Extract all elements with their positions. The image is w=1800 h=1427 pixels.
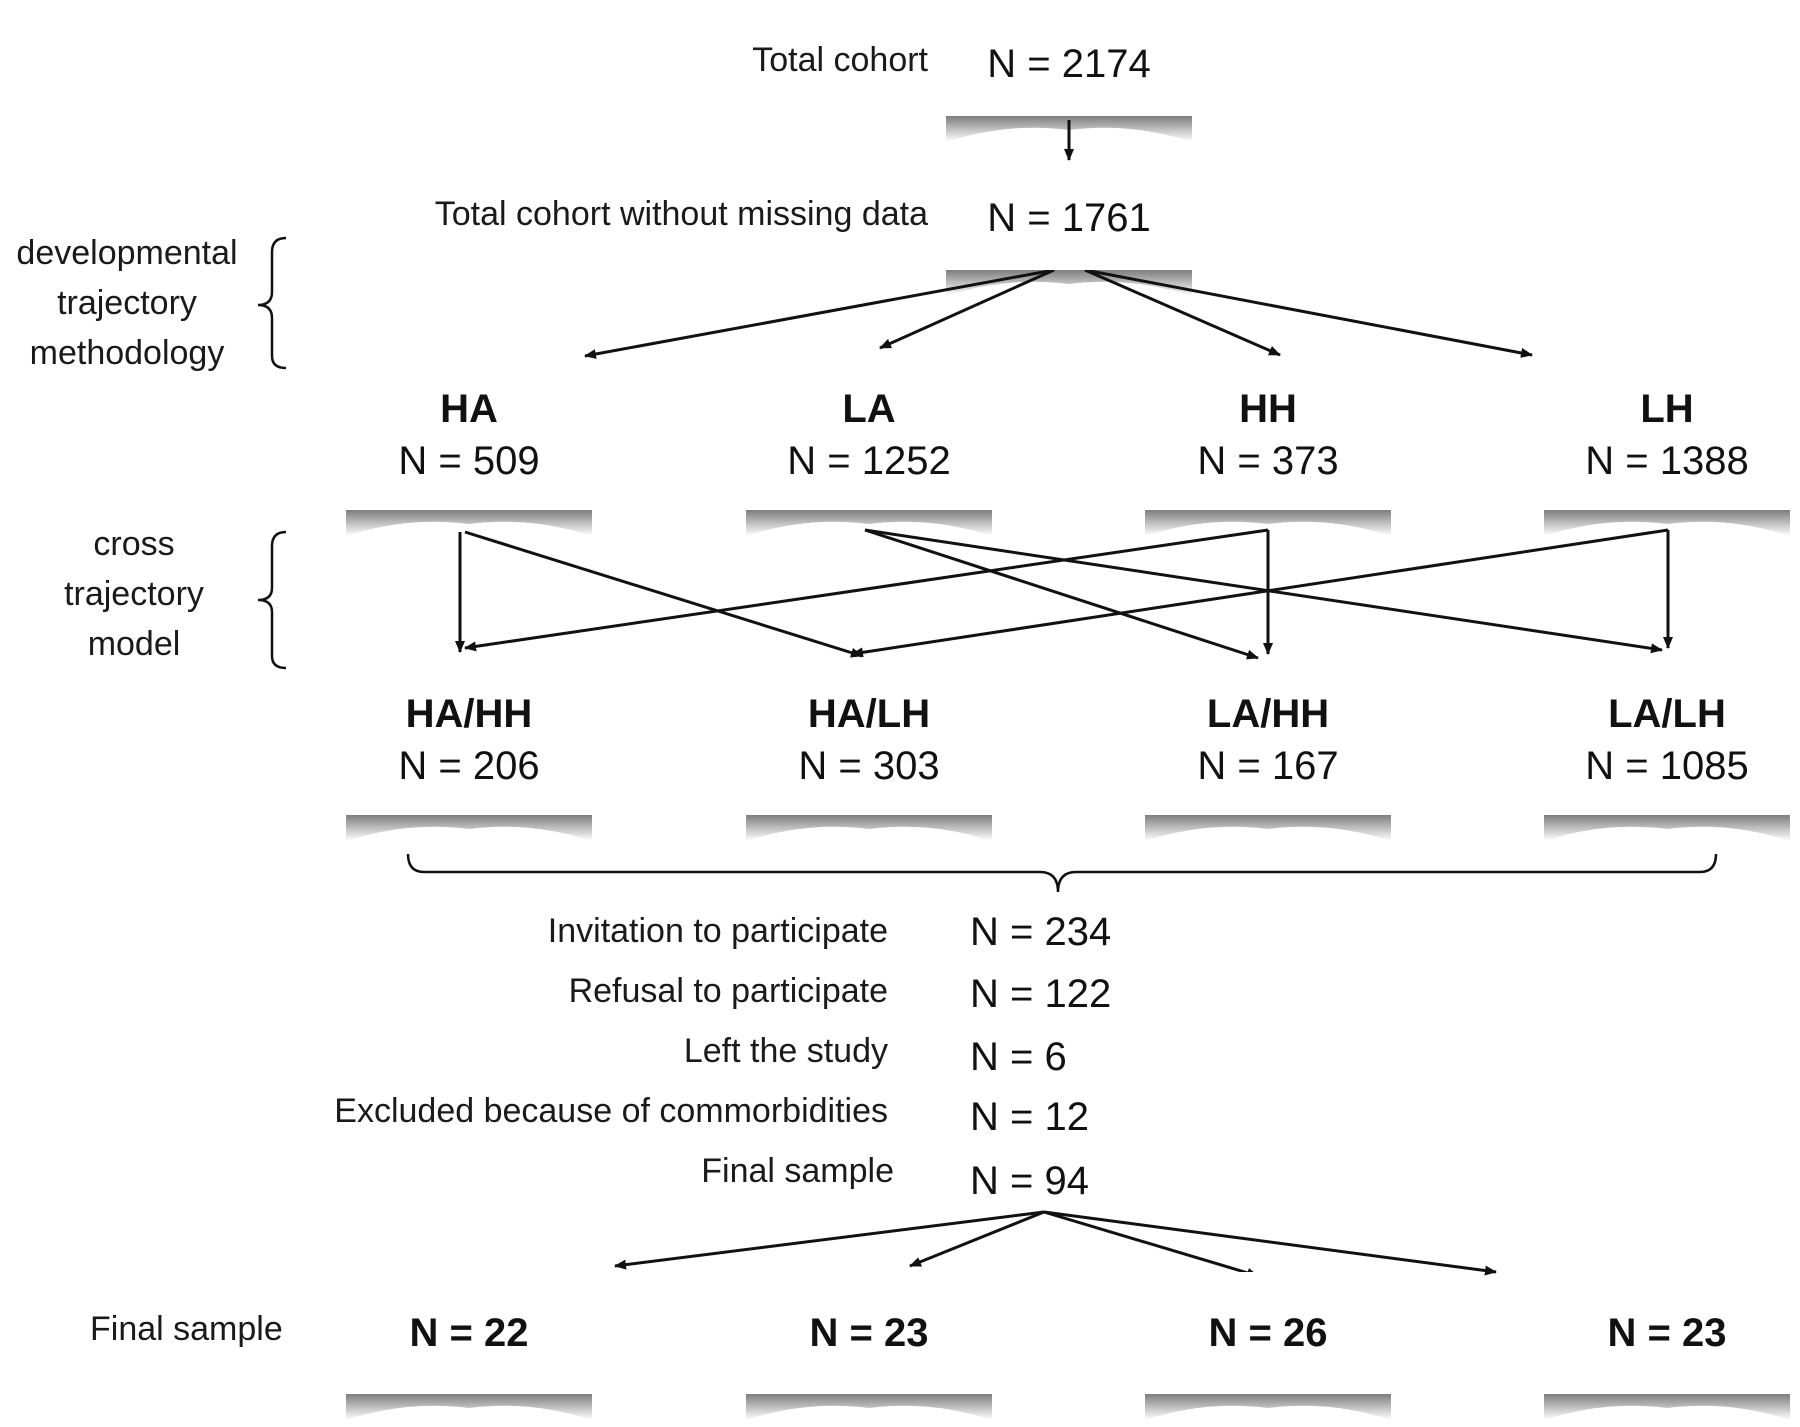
cross-box-ha-hh: HA/HH N = 206 (346, 665, 592, 815)
trajectory-box-lh: LH N = 1388 (1544, 360, 1790, 510)
developmental-line-1: developmental (16, 234, 238, 272)
final-box-3: N = 26 (1145, 1272, 1391, 1394)
box-shadow (746, 510, 992, 536)
total-cohort-label: Total cohort (752, 41, 928, 79)
recruitment-label-excluded: Excluded because of commorbidities (334, 1092, 888, 1130)
developmental-line-2: trajectory (57, 284, 197, 322)
recruitment-value-refusal: N = 122 (970, 972, 1112, 1016)
arrow-la-to-la-hh (864, 528, 1259, 660)
trajectory-name: LA (842, 387, 896, 431)
cross-value: N = 167 (1197, 744, 1339, 788)
no-missing-box: N = 1761 (946, 166, 1192, 270)
cross-name: LA/LH (1608, 692, 1726, 736)
trajectory-value: N = 509 (398, 439, 540, 483)
box-shadow (746, 1394, 992, 1420)
recruitment-label-final: Final sample (701, 1152, 894, 1190)
box-shadow (346, 510, 592, 536)
recruitment-value-left: N = 6 (970, 1035, 1067, 1079)
developmental-label: developmental trajectory methodology (0, 228, 254, 378)
box-shadow (1145, 1394, 1391, 1420)
cross-name: HA/HH (405, 692, 533, 736)
arrow-to-lh (1084, 268, 1533, 358)
box-shadow (346, 1394, 592, 1420)
cross-value: N = 303 (798, 744, 940, 788)
trajectory-value: N = 1252 (787, 439, 951, 483)
bracket-developmental (257, 236, 287, 370)
box-shadow (346, 815, 592, 841)
developmental-line-3: methodology (29, 334, 225, 372)
cross-line-3: model (87, 625, 181, 663)
cross-value: N = 1085 (1585, 744, 1749, 788)
recruitment-label-invitation: Invitation to participate (547, 912, 888, 950)
trajectory-box-ha: HA N = 509 (346, 360, 592, 510)
final-value: N = 22 (409, 1311, 529, 1355)
recruitment-label-refusal: Refusal to participate (568, 972, 888, 1010)
bracket-cross (257, 530, 287, 670)
arrow-final-4 (1043, 1210, 1497, 1276)
cross-box-la-hh: LA/HH N = 167 (1145, 665, 1391, 815)
final-value: N = 23 (1607, 1311, 1727, 1355)
final-box-2: N = 23 (746, 1272, 992, 1394)
arrow-ha-to-ha-lh (464, 530, 863, 658)
cross-name: HA/LH (807, 692, 931, 736)
cross-box-la-lh: LA/LH N = 1085 (1544, 665, 1790, 815)
total-cohort-value: N = 2174 (987, 42, 1151, 86)
box-shadow (1544, 510, 1790, 536)
cross-line-2: trajectory (64, 575, 204, 613)
trajectory-name: LH (1640, 387, 1694, 431)
box-shadow (946, 270, 1192, 296)
box-shadow (1544, 815, 1790, 841)
total-cohort-box: N = 2174 (946, 12, 1192, 116)
cross-value: N = 206 (398, 744, 540, 788)
arrow-lh-to-ha-lh (851, 528, 1669, 658)
trajectory-box-hh: HH N = 373 (1145, 360, 1391, 510)
recruitment-label-left: Left the study (683, 1032, 888, 1070)
cross-trajectory-label: cross trajectory model (0, 519, 268, 669)
final-box-4: N = 23 (1544, 1272, 1790, 1394)
box-shadow (1145, 815, 1391, 841)
trajectory-value: N = 373 (1197, 439, 1339, 483)
arrow-final-3 (1043, 1210, 1259, 1278)
final-value: N = 23 (809, 1311, 929, 1355)
arrow-final-2 (909, 1210, 1045, 1268)
trajectory-box-la: LA N = 1252 (746, 360, 992, 510)
no-missing-label: Total cohort without missing data (434, 195, 928, 233)
recruitment-value-invitation: N = 234 (970, 910, 1112, 954)
recruitment-value-final: N = 94 (970, 1159, 1089, 1203)
arrow-to-hh (1084, 268, 1281, 357)
no-missing-value: N = 1761 (987, 196, 1151, 240)
trajectory-value: N = 1388 (1585, 439, 1749, 483)
arrow-to-la (879, 268, 1055, 350)
box-shadow (1145, 510, 1391, 536)
box-shadow (746, 815, 992, 841)
trajectory-name: HH (1239, 387, 1297, 431)
cross-box-ha-lh: HA/LH N = 303 (746, 665, 992, 815)
cross-name: LA/HH (1206, 692, 1330, 736)
final-box-1: N = 22 (346, 1272, 592, 1394)
recruitment-value-excluded: N = 12 (970, 1095, 1089, 1139)
arrow-final-1 (614, 1210, 1045, 1270)
box-shadow (1544, 1394, 1790, 1420)
arrow-hh-to-ha-hh (464, 528, 1269, 652)
trajectory-name: HA (440, 387, 498, 431)
brace-cross-groups (406, 853, 1718, 893)
cross-line-1: cross (93, 525, 175, 563)
final-sample-row-label: Final sample (90, 1310, 283, 1348)
final-value: N = 26 (1208, 1311, 1328, 1355)
arrow-to-ha (584, 268, 1055, 359)
